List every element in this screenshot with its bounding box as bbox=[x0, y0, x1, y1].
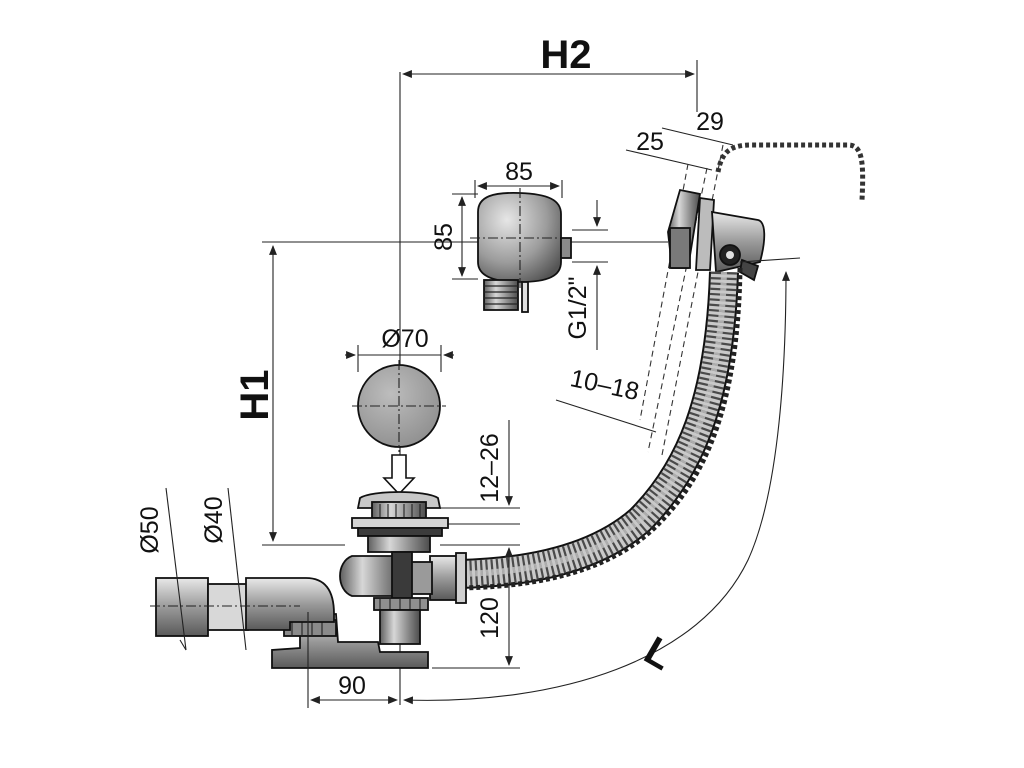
range-10-18-label: 10–18 bbox=[568, 364, 642, 406]
hose-connector bbox=[407, 552, 467, 604]
height-120-label: 120 bbox=[476, 597, 504, 639]
plug-diameter-label: Ø70 bbox=[381, 325, 428, 353]
outlet-diameter-dimensions: Ø50 Ø40 bbox=[136, 487, 247, 651]
dim-29-label: 29 bbox=[696, 108, 724, 136]
length-l-label: L bbox=[637, 629, 680, 679]
knob-height-label: 85 bbox=[430, 223, 458, 251]
knob-width-label: 85 bbox=[505, 158, 533, 186]
outer-diameter-label: Ø50 bbox=[136, 506, 164, 553]
waste-body bbox=[271, 491, 449, 669]
flexible-hose bbox=[459, 267, 743, 591]
width-90-dimension: 90 bbox=[307, 612, 398, 708]
width-90-label: 90 bbox=[338, 672, 366, 700]
inner-diameter-label: Ø40 bbox=[200, 496, 228, 543]
range-12-26-label: 12–26 bbox=[476, 433, 504, 503]
overflow-knob-dimensions: 85 85 bbox=[430, 158, 563, 280]
cable-guide bbox=[715, 142, 866, 201]
overflow-knob bbox=[470, 188, 572, 313]
range-10-18-dimension: 10–18 bbox=[555, 364, 657, 433]
dim-25-label: 25 bbox=[636, 128, 664, 156]
plug-disc: Ø70 bbox=[345, 325, 454, 496]
outlet-pipe bbox=[150, 577, 335, 637]
thread-dimension: G1/2" bbox=[564, 200, 608, 350]
down-arrow-icon bbox=[382, 454, 416, 496]
length-l-dimension: L bbox=[403, 257, 801, 705]
thread-label: G1/2" bbox=[564, 276, 592, 339]
overflow-head bbox=[667, 188, 766, 282]
h2-label: H2 bbox=[540, 33, 591, 77]
h1-label: H1 bbox=[233, 369, 277, 420]
